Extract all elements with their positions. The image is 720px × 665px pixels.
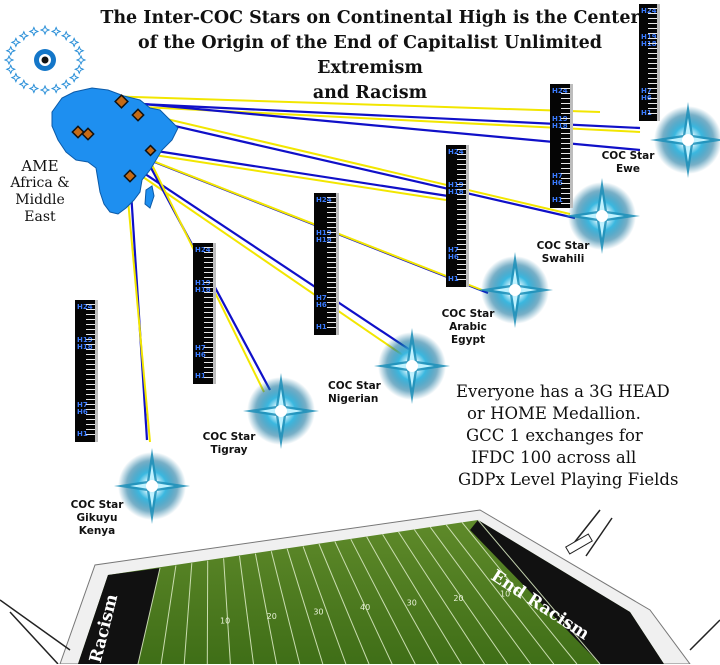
ruler-ticks xyxy=(204,247,213,380)
connection-line-blue xyxy=(150,150,448,196)
region-name-line-2: Middle East xyxy=(2,192,78,226)
star-label-line: Kenya xyxy=(62,525,132,538)
logo-star-icon xyxy=(75,47,83,55)
title-line-2: of the Origin of the End of Capitalist U… xyxy=(100,31,640,81)
region-name-line-1: Africa & xyxy=(2,175,78,192)
star-label-line: COC Star xyxy=(328,380,392,393)
star-label-line: COC Star xyxy=(196,431,262,444)
ruler-level-label: H6 xyxy=(316,302,327,309)
star-label-line: COC Star xyxy=(600,150,656,163)
logo-star-icon xyxy=(52,27,60,35)
logo-star-icon xyxy=(77,56,85,64)
yard-number: 30 xyxy=(313,607,323,616)
logo-star-icon xyxy=(5,56,13,64)
star-label-line: Egypt xyxy=(436,334,500,347)
yard-number: 20 xyxy=(267,612,277,621)
star-label-ewe: COC Star Ewe xyxy=(600,150,656,176)
logo-star-icon xyxy=(12,38,20,46)
star-label-line: COC Star xyxy=(436,308,500,321)
star-label-line: Arabic xyxy=(436,321,500,334)
logo-star-icon xyxy=(41,86,49,94)
ruler-ticks xyxy=(561,88,570,204)
logo-star-icon xyxy=(70,38,78,46)
star-label-line: Ewe xyxy=(600,163,656,176)
star-label-line: COC Star xyxy=(530,240,596,253)
logo-star-icon xyxy=(30,27,38,35)
logo-star-icon xyxy=(20,32,28,40)
star-label-gikuyu-kenya: COC Star Gikuyu Kenya xyxy=(62,499,132,538)
star-label-line: Gikuyu xyxy=(62,512,132,525)
yard-number: 10 xyxy=(220,616,230,625)
logo-star-icon xyxy=(52,85,60,93)
yard-number: 30 xyxy=(407,599,417,608)
star-label-tigray: COC Star Tigray xyxy=(196,431,262,457)
ruler-ticks xyxy=(457,149,466,283)
logo-star-icon xyxy=(12,74,20,82)
note-line-4: IFDC 100 across all xyxy=(436,447,686,469)
note-line-1: Everyone has a 3G HEAD xyxy=(436,381,686,403)
ring-of-stars-logo xyxy=(5,26,85,94)
logo-star-icon xyxy=(30,85,38,93)
ruler-ticks xyxy=(648,8,657,117)
logo-star-icon xyxy=(41,26,49,34)
logo-star-icon xyxy=(62,80,70,88)
note-line-3: GCC 1 exchanges for xyxy=(436,425,686,447)
connection-line-blue xyxy=(140,118,575,218)
star-label-line: Tigray xyxy=(196,444,262,457)
logo-star-icon xyxy=(7,65,15,73)
yard-number: 20 xyxy=(453,594,463,603)
logo-star-icon xyxy=(75,65,83,73)
star-label-line: COC Star xyxy=(62,499,132,512)
yard-number: 40 xyxy=(360,603,370,612)
star-label-line: Swahili xyxy=(530,253,596,266)
region-code: AME xyxy=(2,158,78,175)
logo-star-icon xyxy=(70,74,78,82)
medallion-note: Everyone has a 3G HEAD or HOME Medallion… xyxy=(436,381,686,491)
region-label: AME Africa & Middle East xyxy=(2,158,78,226)
note-line-5: GDPx Level Playing Fields xyxy=(436,469,686,491)
ruler-ticks xyxy=(327,197,336,331)
note-line-2: or HOME Medallion. xyxy=(436,403,686,425)
star-label-line: Nigerian xyxy=(328,393,392,406)
ruler-ticks xyxy=(86,304,95,438)
star-label-swahili: COC Star Swahili xyxy=(530,240,596,266)
logo-star-icon xyxy=(20,80,28,88)
star-label-arabic-egypt: COC Star Arabic Egypt xyxy=(436,308,500,347)
ruler-level-label: H1 xyxy=(316,324,327,331)
logo-star-icon xyxy=(7,47,15,55)
star-label-nigerian: COC Star Nigerian xyxy=(328,380,392,406)
connection-line-yellow xyxy=(126,178,150,442)
logo-star-icon xyxy=(62,32,70,40)
title-line-1: The Inter-COC Stars on Continental High … xyxy=(100,6,640,31)
coc-star-icon xyxy=(650,102,720,178)
